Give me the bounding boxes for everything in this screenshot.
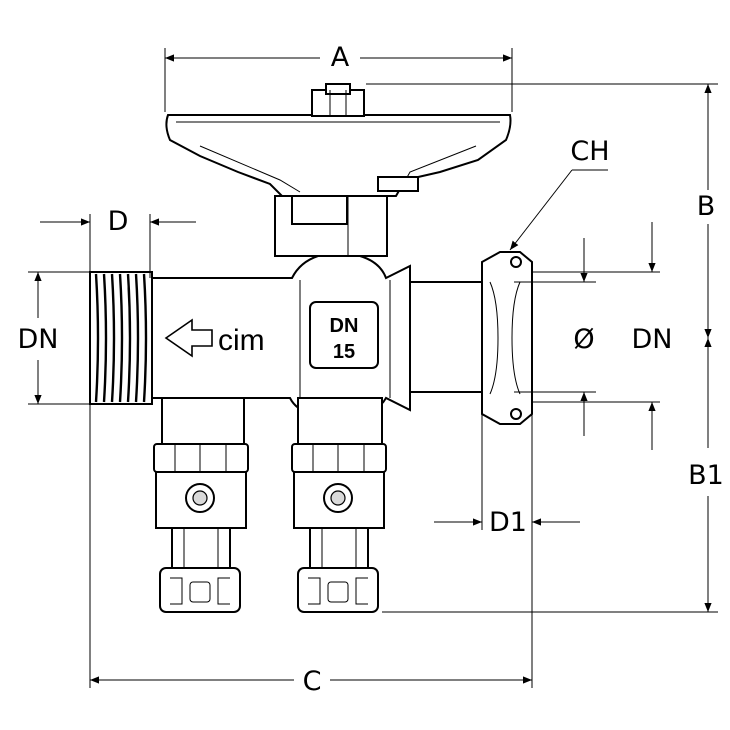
dimension-lines: A B B1 C D DN Ø <box>18 42 724 697</box>
valve-main-body: DN 15 cim <box>149 255 411 415</box>
thread-ridge <box>110 273 116 403</box>
flow-arrow-icon <box>164 318 213 358</box>
dn-plate-line1: DN <box>330 315 359 337</box>
butterfly-handle <box>165 83 512 257</box>
right-union-connection <box>409 251 533 425</box>
valve-body-group: DN 15 cim <box>89 83 533 613</box>
brand-marking: cim <box>218 324 265 357</box>
thread-ridge <box>94 273 100 403</box>
dim-label-c: C <box>303 666 322 697</box>
right-outlet-assembly <box>291 397 387 613</box>
dim-label-dn-right: DN <box>632 324 673 355</box>
dn-plate-line2: 15 <box>333 341 355 363</box>
left-threaded-connection <box>89 271 153 405</box>
thread-ridge <box>142 273 148 403</box>
dim-label-b: B <box>697 191 716 222</box>
thread-ridge <box>126 273 132 403</box>
thread-ridge <box>118 273 124 403</box>
dim-label-dn-left: DN <box>18 324 59 355</box>
dim-label-a: A <box>331 42 350 73</box>
dim-label-ch: CH <box>570 136 609 167</box>
dim-label-d1: D1 <box>489 507 527 538</box>
left-outlet-assembly <box>153 397 249 613</box>
thread-ridge <box>102 273 108 403</box>
dim-label-diameter: Ø <box>573 324 594 355</box>
thread-ridge <box>134 273 140 403</box>
dim-label-d: D <box>108 206 129 237</box>
dim-label-b1: B1 <box>688 460 724 491</box>
